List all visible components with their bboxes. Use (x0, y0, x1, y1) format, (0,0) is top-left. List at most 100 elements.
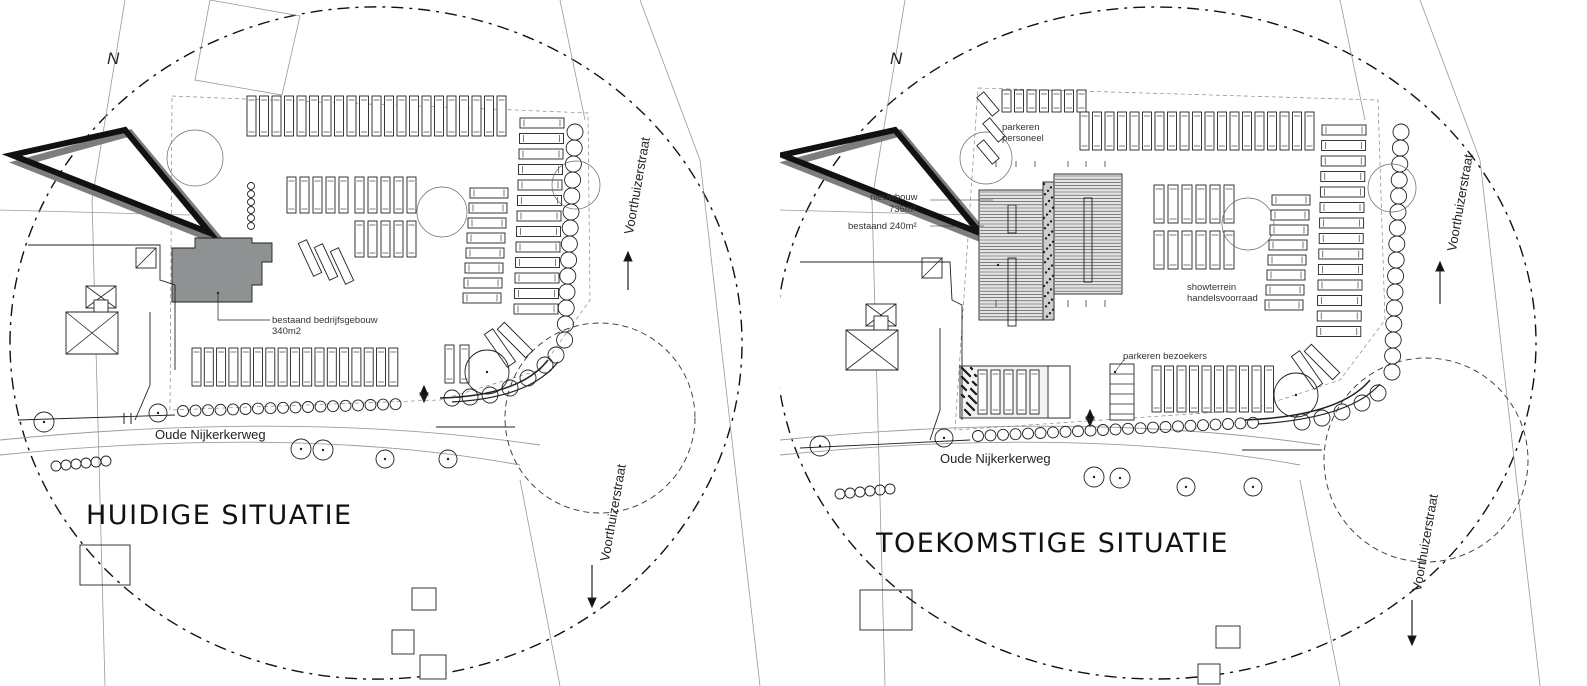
study-area-boundary (9, 6, 743, 680)
parked-car (289, 347, 300, 387)
tree-symbol (1083, 466, 1105, 488)
entrance-curb (1244, 379, 1371, 421)
parked-car (1223, 184, 1235, 224)
neighbour-plot (194, 0, 301, 96)
hedge-shrub (1333, 403, 1351, 421)
stipple (974, 383, 978, 387)
neighbour-building (1197, 663, 1221, 685)
tree-canopy (551, 160, 601, 210)
parked-car (363, 347, 374, 387)
chimney (873, 315, 889, 331)
parked-car (514, 272, 560, 284)
tree-symbol (934, 428, 954, 448)
parked-car (1264, 299, 1304, 311)
hedge-shrub (1390, 171, 1408, 189)
parked-car (396, 95, 407, 137)
parked-car-angled (297, 239, 323, 277)
stipple (1051, 308, 1055, 311)
parked-car (1217, 111, 1227, 151)
stipple (962, 395, 966, 399)
roof-detail (1083, 197, 1093, 283)
parked-car (1079, 111, 1090, 151)
parked-car (1223, 230, 1235, 270)
parked-car (1321, 140, 1367, 151)
parked-car (1254, 111, 1265, 151)
hedge-shrub (563, 187, 581, 205)
tree-symbol (1109, 467, 1131, 489)
label-leader (1114, 357, 1126, 373)
parked-car (1179, 111, 1190, 151)
parked-car (1239, 365, 1249, 413)
stipple (972, 408, 976, 412)
hedge-shrub (536, 356, 554, 374)
hedge-shrub (80, 457, 92, 469)
parked-car (376, 347, 386, 387)
existing-building-part (978, 189, 1044, 321)
parked-car (296, 95, 307, 137)
parked-car-angled (329, 247, 355, 285)
stipple (974, 374, 978, 378)
bollard (247, 206, 255, 214)
stipple (1042, 284, 1046, 288)
hedge-shrub (1392, 123, 1410, 141)
stipple (1045, 247, 1049, 250)
stipple (1046, 189, 1050, 192)
stipple (964, 388, 968, 392)
stipple (1043, 261, 1047, 264)
parked-car (459, 95, 469, 137)
entrance-curb (1257, 383, 1381, 425)
stipple (1049, 288, 1053, 291)
parked-car (1167, 184, 1179, 224)
stipple (1045, 281, 1049, 284)
parked-car-angled (1290, 350, 1324, 390)
parked-car (325, 176, 336, 214)
hedge-shrub (560, 251, 578, 269)
parked-car (469, 187, 509, 199)
parked-car (519, 117, 565, 129)
stipple (1051, 240, 1055, 243)
hedge-shrub (214, 403, 227, 416)
hedge-shrub (1383, 363, 1401, 381)
parcel-line (91, 0, 126, 201)
hedge-shrub (1353, 394, 1371, 412)
hedge-shrub (277, 401, 289, 414)
parked-car (1153, 230, 1165, 270)
parked-car (518, 148, 564, 160)
parked-car (990, 369, 1001, 415)
site-boundary (954, 87, 1386, 431)
road-edge (0, 425, 541, 446)
hedge-shrub (339, 399, 352, 412)
road-edge (799, 439, 971, 449)
hedge-shrub (844, 487, 856, 499)
bollard (247, 182, 255, 190)
bollard (247, 198, 255, 206)
roof-lines (865, 303, 897, 327)
building-label-line1: bestaand bedrijfsgebouw (272, 315, 378, 326)
parked-car (277, 347, 288, 387)
hedge-shrub (1184, 419, 1197, 432)
study-area-boundary (780, 6, 1537, 680)
tree-symbol (464, 349, 510, 395)
parked-car (1209, 184, 1221, 224)
stipple (1051, 206, 1055, 209)
stipple (1048, 210, 1052, 213)
parked-car (1292, 111, 1302, 151)
stipple (1045, 315, 1049, 318)
hedge-shrub (997, 428, 1009, 441)
arrow-head (623, 250, 633, 262)
new-building-part (1053, 173, 1123, 295)
tree-canopy (1221, 197, 1275, 251)
parked-car (1204, 111, 1215, 151)
hedge-shrub (566, 123, 584, 141)
stipple (1048, 244, 1052, 247)
hedge-shrub (100, 455, 112, 467)
stipple (1049, 220, 1053, 223)
stipple (1045, 213, 1049, 216)
parked-car (1142, 111, 1152, 151)
hedge-shrub (1159, 421, 1172, 433)
parked-car (1016, 369, 1027, 415)
parked-car (1268, 239, 1308, 251)
hedge-shrub (561, 219, 579, 237)
parked-car (326, 347, 337, 387)
parked-car (228, 347, 239, 387)
